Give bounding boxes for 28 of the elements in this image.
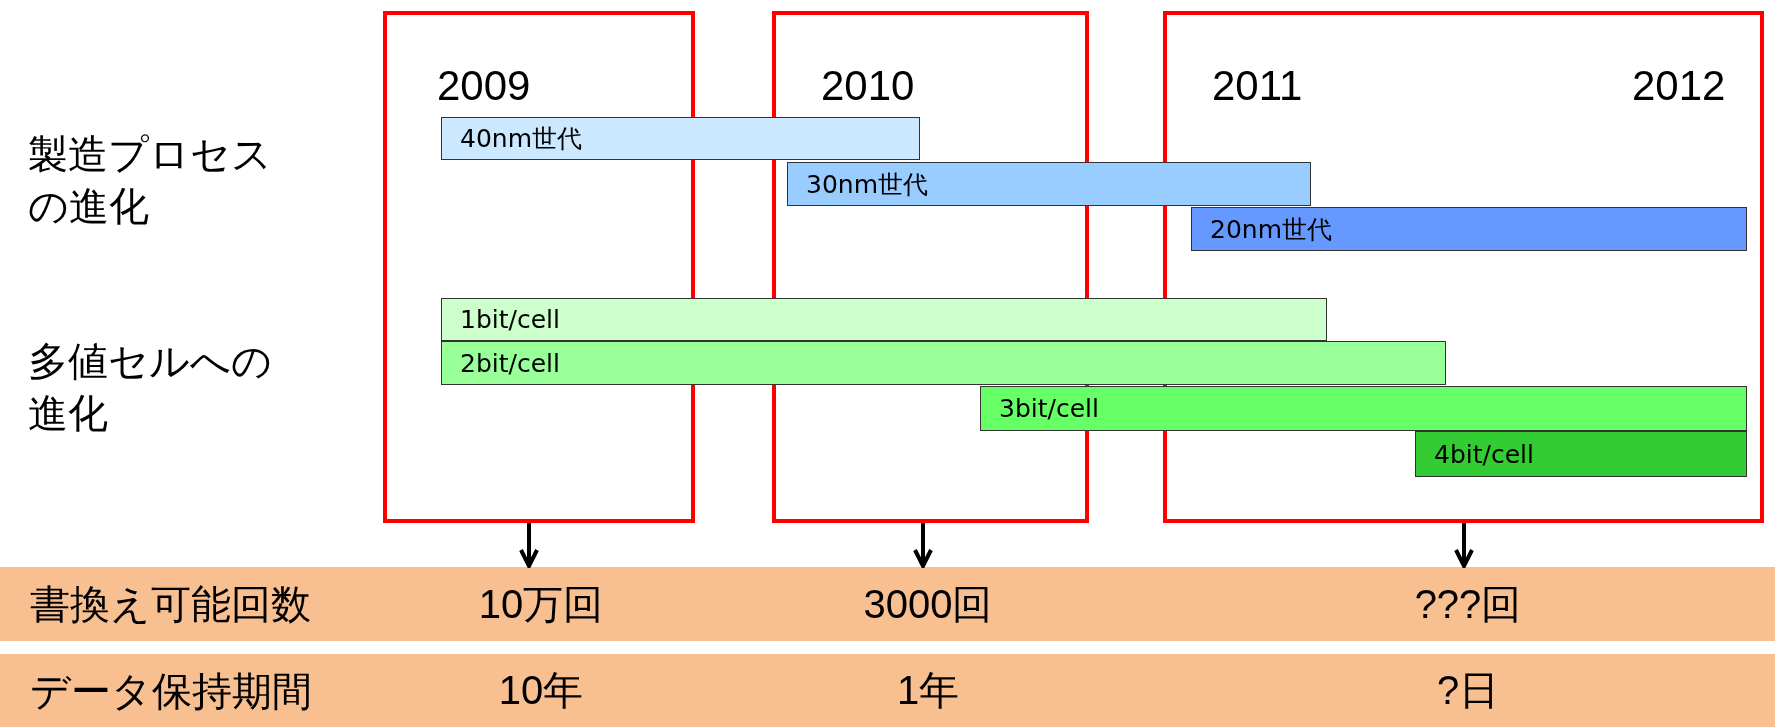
row-heading: 書換え可能回数 xyxy=(30,581,311,628)
year-label: 2009 xyxy=(437,65,531,107)
timeline-bar: 4bit/cell xyxy=(1415,431,1747,477)
value-text: 3000回 xyxy=(818,567,1038,641)
value-text: ???回 xyxy=(1358,567,1578,641)
timeline-bar: 30nm世代 xyxy=(787,162,1311,206)
row-label: 多値セルへの進化 xyxy=(28,338,273,437)
timeline-bar: 3bit/cell xyxy=(980,386,1747,431)
arrow xyxy=(913,523,933,568)
timeline-bar: 40nm世代 xyxy=(441,117,920,160)
value-text: 10万回 xyxy=(431,567,651,641)
year-label: 2012 xyxy=(1632,65,1726,107)
timeline-bar: 1bit/cell xyxy=(441,298,1327,341)
row-label: 製造プロセスの進化 xyxy=(28,131,273,230)
arrow xyxy=(519,523,539,568)
arrow xyxy=(1454,523,1474,568)
timeline-bar: 20nm世代 xyxy=(1191,207,1747,251)
period-frame xyxy=(383,11,695,523)
period-frame xyxy=(1163,11,1764,523)
table-row-band xyxy=(0,567,1775,641)
year-label: 2010 xyxy=(821,65,915,107)
timeline-bar: 2bit/cell xyxy=(441,341,1446,385)
year-label: 2011 xyxy=(1212,65,1303,107)
value-text: 1年 xyxy=(818,654,1038,727)
value-text: 10年 xyxy=(431,654,651,727)
value-text: ?日 xyxy=(1358,654,1578,727)
table-row-band xyxy=(0,654,1775,727)
row-heading: データ保持期間 xyxy=(30,667,312,715)
